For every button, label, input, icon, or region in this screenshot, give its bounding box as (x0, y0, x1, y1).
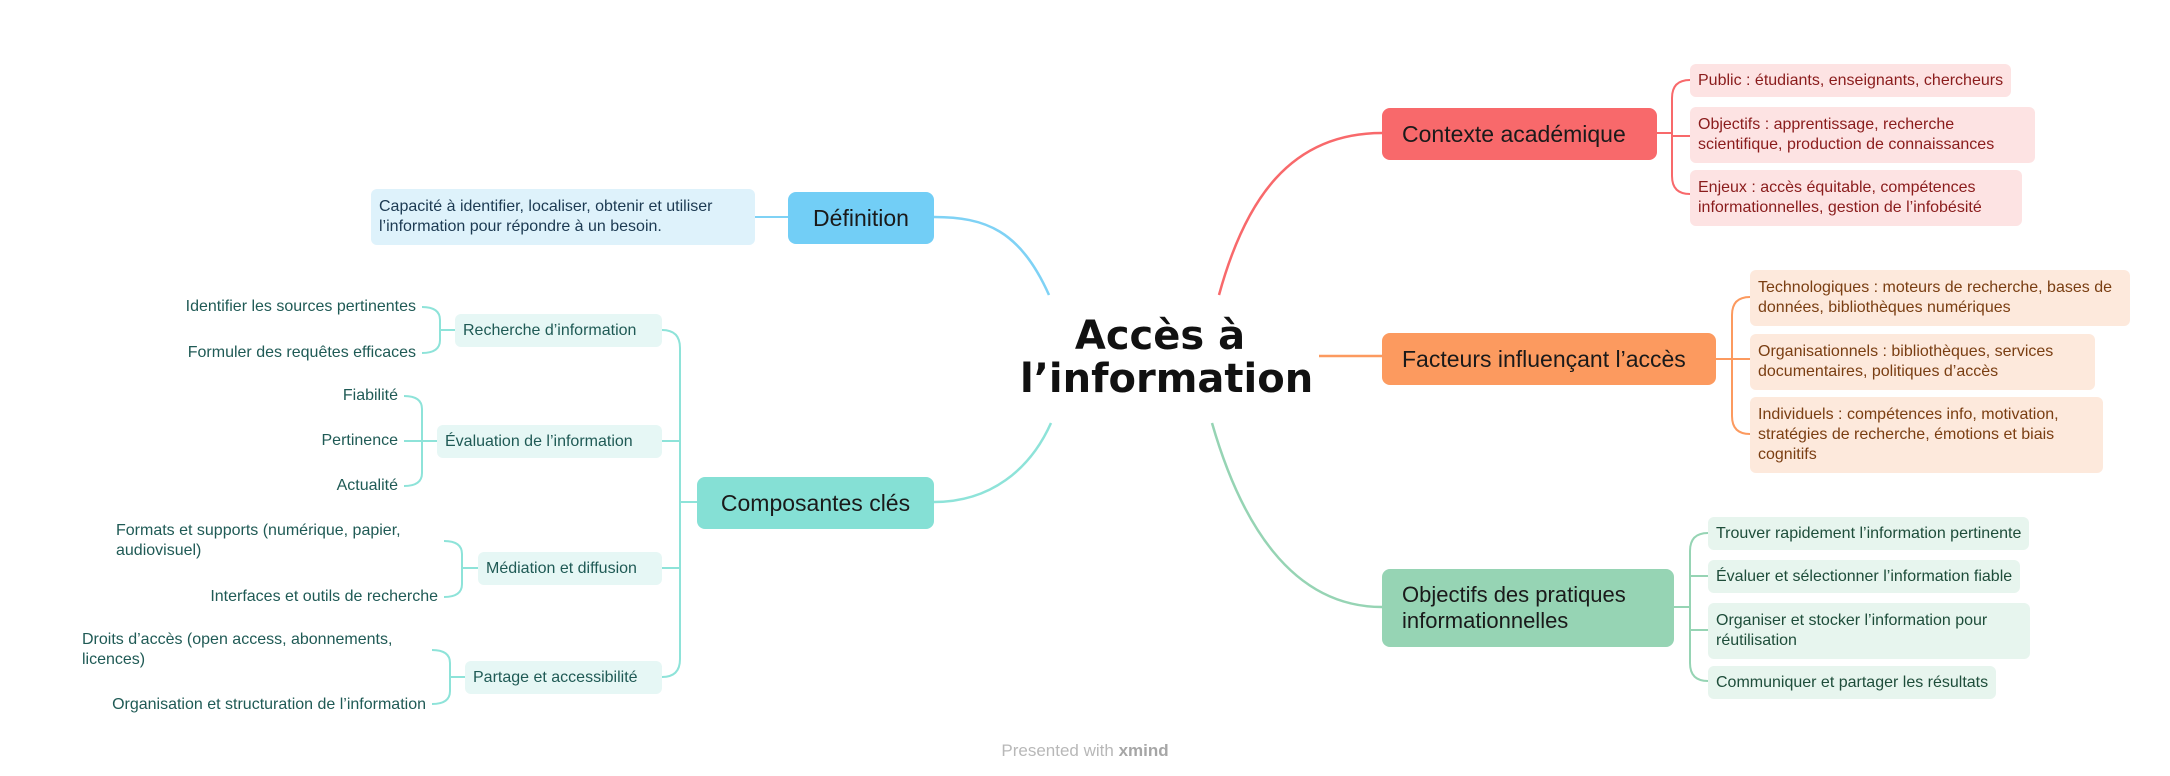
xmind-logo-text: xmind (1118, 741, 1169, 760)
topic-objectifs-pratiques[interactable]: Objectifs des pratiques informationnelle… (1382, 569, 1674, 647)
leaf-formats-supports[interactable]: Formats et supports (numérique, papier, … (116, 521, 436, 561)
subtopic-label: Recherche d’information (463, 321, 637, 339)
topic-composantes-cles[interactable]: Composantes clés (697, 477, 934, 529)
subtopic-enjeux[interactable]: Enjeux : accès équitable, compétences in… (1690, 170, 2022, 226)
connector-definition (933, 215, 1051, 296)
subtopic-evaluer[interactable]: Évaluer et sélectionner l’information fi… (1708, 560, 2021, 593)
bracket-mediation (443, 540, 478, 598)
topic-label: Composantes clés (720, 489, 911, 516)
topic-label: Objectifs des pratiques informationnelle… (1402, 582, 1626, 633)
bracket-evaluation (403, 395, 437, 487)
presented-with-footer: Presented with xmind (900, 741, 1270, 761)
leaf-organisation-structuration[interactable]: Organisation et structuration de l’infor… (50, 695, 426, 715)
subtopic-individuels[interactable]: Individuels : compétences info, motivati… (1750, 397, 2103, 473)
leaf-droits-acces[interactable]: Droits d’accès (open access, abonnements… (82, 630, 426, 670)
bracket-facteurs (1716, 296, 1751, 435)
leaf-label: Fiabilité (342, 387, 398, 404)
subtopic-label: Individuels : compétences info, motivati… (1758, 406, 2059, 463)
subtopic-mediation-diffusion[interactable]: Médiation et diffusion (478, 552, 662, 585)
connector-composantes (933, 422, 1053, 504)
subtopic-label: Trouver rapidement l’information pertine… (1716, 524, 2022, 542)
leaf-label: Pertinence (321, 432, 399, 449)
bracket-composantes (661, 329, 697, 678)
subtopic-label: Évaluation de l’information (445, 432, 633, 450)
leaf-label: Formuler des requêtes efficaces (187, 344, 416, 361)
subtopic-label: Objectifs : apprentissage, recherche sci… (1698, 116, 1995, 153)
bracket-contexte (1657, 79, 1691, 195)
leaf-identifier-sources[interactable]: Identifier les sources pertinentes (120, 297, 416, 317)
subtopic-label: Organiser et stocker l’information pour … (1716, 612, 1988, 649)
leaf-label: Droits d’accès (open access, abonnements… (82, 631, 393, 668)
subtopic-organisationnels[interactable]: Organisationnels : bibliothèques, servic… (1750, 334, 2095, 390)
connector-objectifs (1210, 422, 1383, 609)
subtopic-recherche-information[interactable]: Recherche d’information (455, 314, 662, 347)
subtopic-label: Organisationnels : bibliothèques, servic… (1758, 343, 2054, 380)
connector-contexte (1217, 131, 1383, 296)
subtopic-label: Médiation et diffusion (486, 559, 637, 577)
leaf-label: Actualité (336, 477, 398, 494)
topic-contexte-academique[interactable]: Contexte académique (1382, 108, 1657, 160)
leaf-fiabilite[interactable]: Fiabilité (250, 386, 398, 406)
topic-label: Contexte académique (1402, 120, 1626, 147)
bracket-partage (431, 649, 465, 705)
topic-definition[interactable]: Définition (788, 192, 934, 244)
topic-label: Définition (813, 204, 909, 231)
subtopic-label: Capacité à identifier, localiser, obteni… (379, 198, 713, 235)
subtopic-label: Enjeux : accès équitable, compétences in… (1698, 179, 1982, 216)
subtopic-partage-accessibilite[interactable]: Partage et accessibilité (465, 661, 662, 694)
subtopic-technologiques[interactable]: Technologiques : moteurs de recherche, b… (1750, 270, 2130, 326)
subtopic-evaluation-information[interactable]: Évaluation de l’information (437, 425, 662, 458)
subtopic-communiquer[interactable]: Communiquer et partager les résultats (1708, 666, 1997, 699)
subtopic-label: Technologiques : moteurs de recherche, b… (1758, 279, 2112, 316)
leaf-label: Identifier les sources pertinentes (185, 298, 416, 315)
leaf-formuler-requetes[interactable]: Formuler des requêtes efficaces (120, 343, 416, 363)
subtopic-objectifs-academiques[interactable]: Objectifs : apprentissage, recherche sci… (1690, 107, 2035, 163)
leaf-label: Interfaces et outils de recherche (210, 588, 438, 605)
topic-label: Facteurs influençant l’accès (1402, 345, 1686, 372)
subtopic-trouver[interactable]: Trouver rapidement l’information pertine… (1708, 517, 2030, 550)
subtopic-label: Communiquer et partager les résultats (1716, 673, 1989, 691)
subtopic-organiser[interactable]: Organiser et stocker l’information pour … (1708, 603, 2030, 659)
subtopic-label: Public : étudiants, enseignants, cherche… (1698, 71, 2004, 89)
leaf-label: Organisation et structuration de l’infor… (112, 696, 426, 713)
leaf-label: Formats et supports (numérique, papier, … (116, 522, 401, 559)
leaf-actualite[interactable]: Actualité (250, 476, 398, 496)
subtopic-definition-text[interactable]: Capacité à identifier, localiser, obteni… (371, 189, 755, 245)
topic-facteurs-acces[interactable]: Facteurs influençant l’accès (1382, 333, 1716, 385)
leaf-interfaces-outils[interactable]: Interfaces et outils de recherche (130, 587, 438, 607)
subtopic-label: Partage et accessibilité (473, 668, 638, 686)
subtopic-label: Évaluer et sélectionner l’information fi… (1716, 567, 2013, 585)
leaf-pertinence[interactable]: Pertinence (250, 431, 399, 451)
bracket-objectifs (1674, 532, 1709, 682)
subtopic-public[interactable]: Public : étudiants, enseignants, cherche… (1690, 64, 2012, 97)
bracket-recherche (421, 306, 455, 354)
footer-prefix: Presented with (1001, 741, 1119, 760)
